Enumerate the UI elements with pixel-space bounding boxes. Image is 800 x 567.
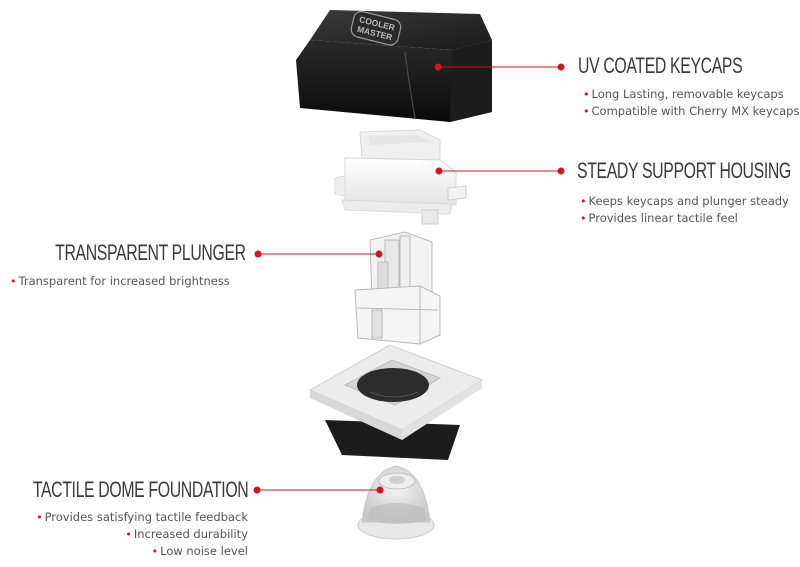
callout-bullets-uv-coated-keycaps: •Long Lasting, removable keycaps •Compat…	[583, 86, 799, 120]
callout-title-transparent-plunger: TRANSPARENT PLUNGER	[55, 240, 246, 265]
callout-title-tactile-dome-foundation: TACTILE DOME FOUNDATION	[32, 477, 248, 502]
bullet-item: •Long Lasting, removable keycaps	[583, 87, 784, 101]
bullet-item: •Transparent for increased brightness	[10, 274, 230, 288]
bullet-icon: •	[10, 275, 17, 288]
bottom-housing	[308, 344, 484, 460]
bullet-icon: •	[125, 528, 132, 541]
plunger	[354, 231, 441, 345]
callout-bullets-tactile-dome-foundation: •Provides satisfying tactile feedback •I…	[36, 509, 248, 560]
bullet-icon: •	[580, 195, 587, 208]
tactile-dome	[357, 465, 435, 540]
bullet-icon: •	[36, 511, 43, 524]
bullet-item: •Keeps keycaps and plunger steady	[580, 194, 789, 208]
bullet-icon: •	[580, 212, 587, 225]
bullet-icon: •	[583, 105, 590, 118]
callout-title-uv-coated-keycaps: UV COATED KEYCAPS	[578, 53, 743, 78]
bullet-item: •Compatible with Cherry MX keycaps	[583, 104, 800, 118]
cooler-master-logo-icon: COOLER MASTER	[350, 10, 402, 46]
callout-title-steady-support-housing: STEADY SUPPORT HOUSING	[577, 158, 791, 183]
bullet-item: •Provides satisfying tactile feedback	[36, 510, 248, 524]
bullet-item: •Low noise level	[151, 544, 248, 558]
bullet-icon: •	[583, 88, 590, 101]
bullet-icon: •	[151, 545, 159, 558]
bullet-item: •Provides linear tactile feel	[580, 211, 738, 225]
callout-bullets-steady-support-housing: •Keeps keycaps and plunger steady •Provi…	[580, 193, 789, 227]
callout-bullets-transparent-plunger: •Transparent for increased brightness	[10, 273, 230, 290]
keycap: COOLER MASTER	[296, 10, 492, 122]
bullet-item: •Increased durability	[125, 527, 248, 541]
housing	[334, 129, 467, 225]
callout-leaders	[253, 63, 565, 494]
